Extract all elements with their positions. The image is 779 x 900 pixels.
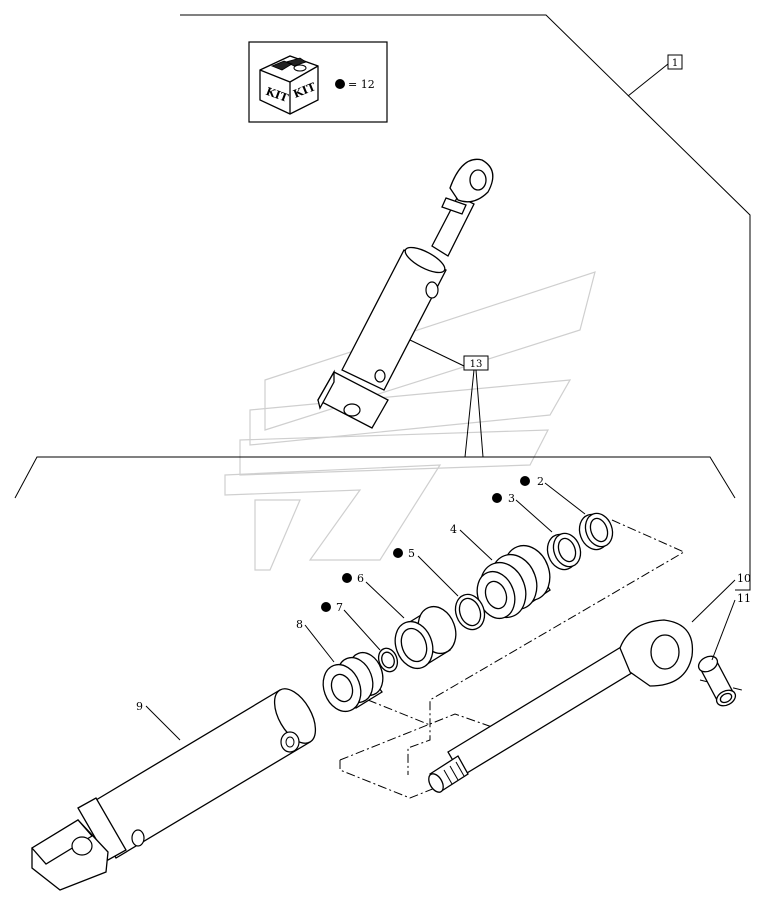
assembled-cylinder bbox=[317, 158, 494, 429]
kit-dot-6 bbox=[342, 573, 352, 583]
part-2-wear-ring: 2 bbox=[520, 475, 614, 551]
callout-2-label: 2 bbox=[537, 475, 544, 488]
callout-1: 1 bbox=[627, 54, 683, 97]
callout-11-label: 11 bbox=[737, 592, 751, 605]
kit-dot-7 bbox=[321, 602, 331, 612]
kit-box-icon: KIT KIT bbox=[259, 55, 319, 115]
kit-dot-3 bbox=[492, 493, 502, 503]
part-8-head: 8 bbox=[296, 618, 384, 713]
callout-5-label: 5 bbox=[408, 547, 415, 560]
kit-equals-text: = 12 bbox=[348, 78, 375, 91]
seal-kit-bracket-13 bbox=[14, 456, 736, 499]
callout-7-label: 7 bbox=[336, 601, 343, 614]
part-10-rod: 10 bbox=[428, 572, 751, 793]
part-6-gland: 6 bbox=[342, 572, 457, 670]
callout-13: 13 bbox=[409, 339, 489, 458]
callout-3-label: 3 bbox=[508, 492, 515, 505]
watermark-logo bbox=[224, 271, 596, 571]
callout-13-label: 13 bbox=[470, 359, 483, 370]
callout-1-label: 1 bbox=[672, 58, 678, 69]
part-5-o-ring: 5 bbox=[393, 547, 486, 631]
part-9-barrel: 9 bbox=[31, 688, 317, 891]
callout-9-label: 9 bbox=[136, 700, 143, 713]
callout-8-label: 8 bbox=[296, 618, 303, 631]
part-7-ring: 7 bbox=[321, 601, 399, 673]
part-3-seal: 3 bbox=[492, 492, 582, 571]
assembly-leader-1 bbox=[180, 14, 751, 591]
callout-6-label: 6 bbox=[357, 572, 364, 585]
kit-legend: KIT KIT = 12 bbox=[248, 41, 388, 123]
callout-10-label: 10 bbox=[737, 572, 751, 585]
part-11-bushing: 11 bbox=[697, 592, 751, 707]
kit-dot-marker bbox=[335, 79, 345, 89]
kit-dot-2 bbox=[520, 476, 530, 486]
part-4-piston: 4 bbox=[450, 523, 551, 620]
callout-4-label: 4 bbox=[450, 523, 457, 536]
kit-dot-5 bbox=[393, 548, 403, 558]
